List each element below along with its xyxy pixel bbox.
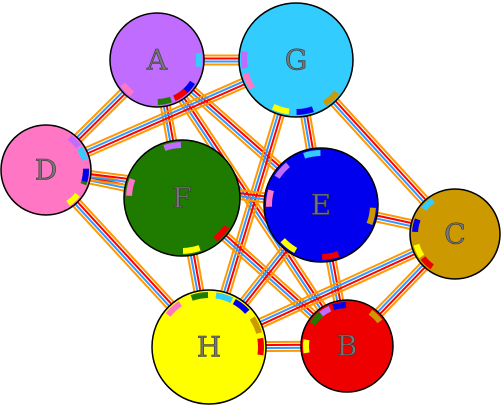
port-a-b bbox=[173, 88, 188, 101]
node-circle-e bbox=[263, 147, 379, 263]
port-g-h bbox=[271, 103, 290, 115]
node-circle-g bbox=[238, 2, 354, 118]
node-b[interactable]: B bbox=[300, 299, 394, 393]
port-b-h bbox=[303, 339, 310, 354]
port-e-a bbox=[274, 162, 291, 179]
port-a-d bbox=[120, 82, 135, 97]
port-h-e bbox=[232, 298, 250, 314]
port-d-e bbox=[81, 168, 89, 183]
port-h-f bbox=[190, 292, 209, 301]
node-circle-f bbox=[123, 139, 241, 257]
port-g-e bbox=[296, 106, 314, 115]
port-c-g bbox=[421, 198, 435, 212]
port-g-a bbox=[241, 51, 248, 69]
port-e-d bbox=[266, 189, 275, 207]
node-d[interactable]: D bbox=[0, 124, 92, 216]
port-c-b bbox=[420, 256, 434, 270]
node-c[interactable]: C bbox=[409, 188, 501, 280]
port-e-c bbox=[366, 207, 376, 226]
port-f-h bbox=[182, 245, 201, 254]
node-circle-c bbox=[409, 188, 501, 280]
port-f-d bbox=[126, 178, 136, 196]
port-d-g bbox=[77, 146, 88, 161]
port-c-h bbox=[413, 243, 425, 258]
node-circle-a bbox=[109, 12, 205, 108]
port-c-e bbox=[412, 218, 421, 233]
node-h[interactable]: H bbox=[151, 289, 267, 405]
port-h-b bbox=[257, 337, 264, 356]
port-h-g bbox=[215, 292, 234, 304]
node-label-g: G bbox=[285, 44, 307, 77]
node-e[interactable]: E bbox=[263, 147, 379, 263]
node-label-h: H bbox=[197, 331, 221, 364]
port-e-b bbox=[321, 251, 340, 260]
port-b-e bbox=[332, 302, 347, 311]
port-g-d bbox=[242, 72, 255, 90]
port-d-h bbox=[66, 192, 80, 206]
node-circle-d bbox=[0, 124, 92, 216]
node-circle-b bbox=[300, 299, 394, 393]
node-label-e: E bbox=[311, 189, 331, 222]
port-d-a bbox=[67, 135, 81, 149]
port-g-c bbox=[322, 90, 340, 106]
port-f-a bbox=[163, 142, 182, 151]
port-f-b bbox=[213, 224, 230, 242]
node-label-c: C bbox=[444, 218, 465, 251]
port-b-f bbox=[309, 311, 324, 326]
node-a[interactable]: A bbox=[109, 12, 205, 108]
port-a-f bbox=[157, 96, 172, 105]
node-label-a: A bbox=[146, 44, 168, 77]
node-f[interactable]: F bbox=[123, 139, 241, 257]
port-b-c bbox=[368, 309, 383, 324]
node-circle-h bbox=[151, 289, 267, 405]
port-a-g bbox=[195, 52, 202, 68]
port-h-d bbox=[165, 301, 183, 317]
port-e-h bbox=[280, 238, 298, 254]
node-label-d: D bbox=[35, 154, 57, 187]
port-h-c bbox=[249, 316, 262, 335]
node-g[interactable]: G bbox=[238, 2, 354, 118]
node-label-b: B bbox=[337, 330, 358, 363]
node-label-f: F bbox=[172, 182, 191, 215]
port-e-g bbox=[303, 150, 321, 159]
